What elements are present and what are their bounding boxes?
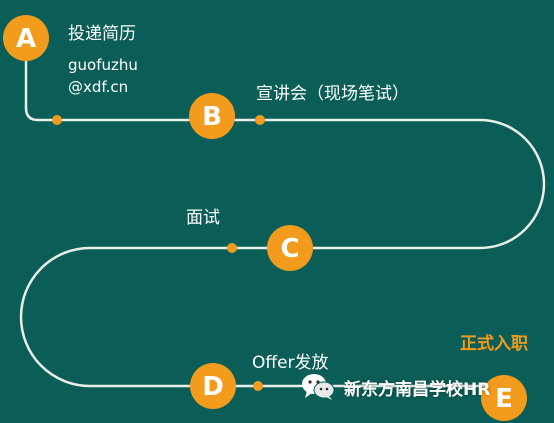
path-dot — [227, 243, 237, 253]
step-a-contact-line-1: guofuzhu — [68, 56, 138, 74]
step-b-label: 宣讲会（现场笔试） — [256, 84, 409, 104]
step-c-node: C — [267, 225, 313, 271]
step-a-node: A — [3, 15, 49, 61]
svg-text:D: D — [202, 372, 224, 402]
step-b-node: B — [189, 93, 235, 139]
step-a-label: 投递简历 — [68, 24, 136, 44]
svg-text:C: C — [280, 234, 299, 264]
step-c-label: 面试 — [186, 208, 220, 228]
step-d-node: D — [190, 363, 236, 409]
path-dot — [255, 115, 265, 125]
watermark-text: 新东方南昌学校HR — [344, 379, 491, 400]
step-e-label: 正式入职 — [460, 334, 528, 354]
path-dot — [52, 115, 62, 125]
path-dot — [253, 381, 263, 391]
step-d-label: Offer发放 — [252, 353, 329, 373]
process-path-line — [19, 38, 546, 388]
step-e-node: E — [481, 375, 527, 421]
wechat-icon — [302, 374, 335, 400]
step-a-contact-line-2: @xdf.cn — [68, 78, 129, 96]
svg-text:E: E — [495, 384, 513, 414]
svg-text:A: A — [16, 24, 36, 54]
svg-text:B: B — [202, 102, 222, 132]
watermark: 新东方南昌学校HR — [300, 372, 490, 402]
